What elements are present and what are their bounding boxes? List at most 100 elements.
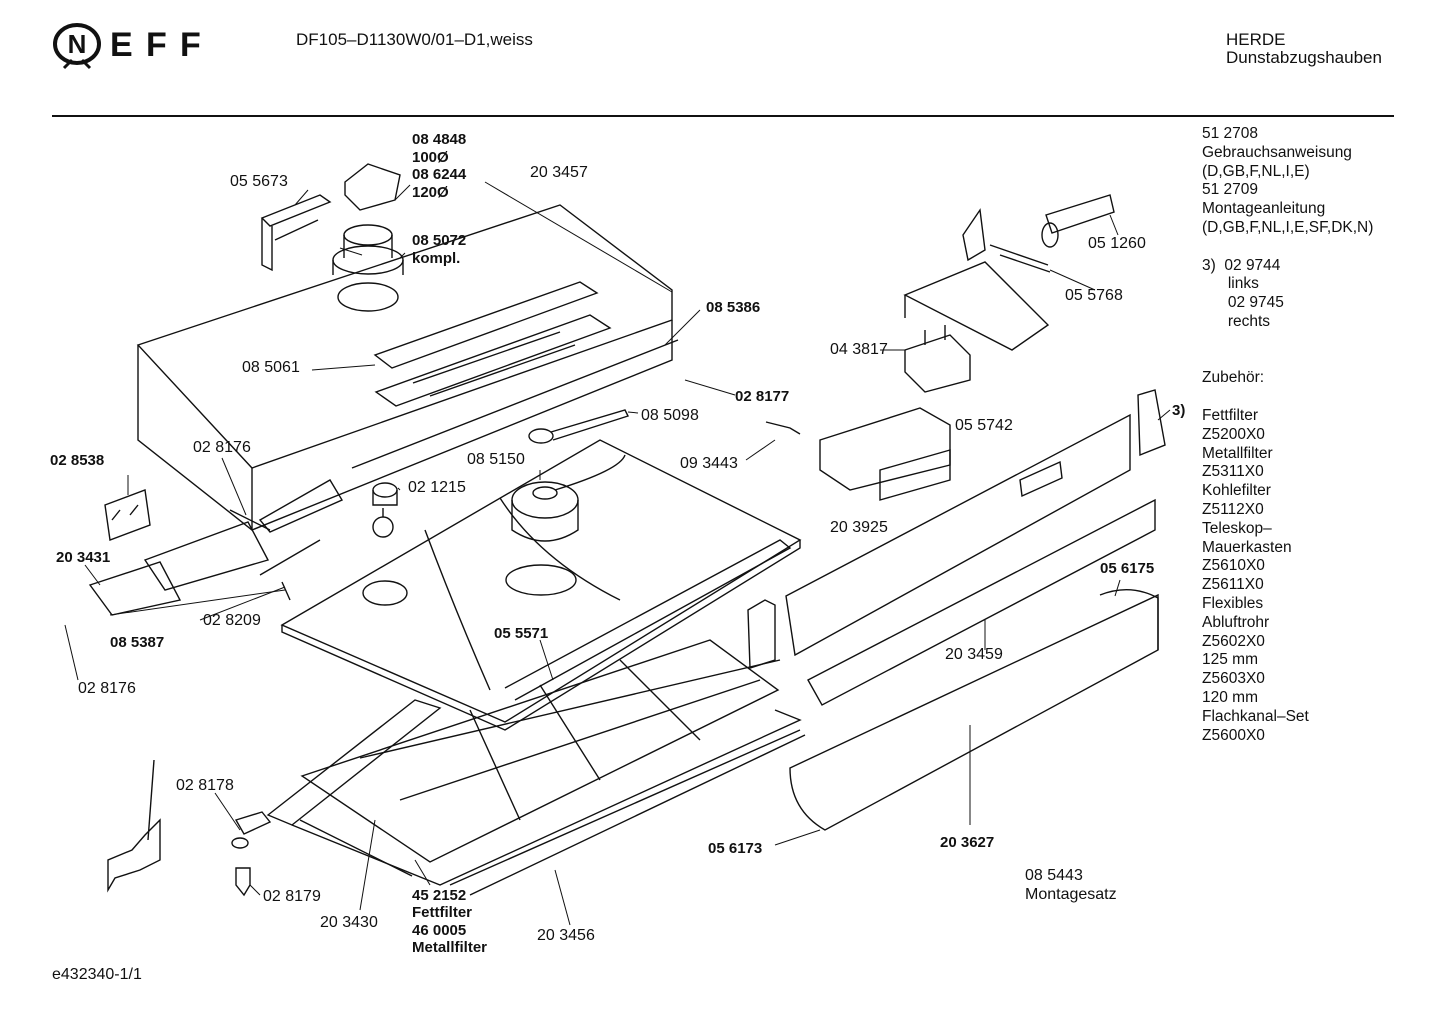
side-note-line: Z5600X0 xyxy=(1202,726,1265,744)
side-note-line xyxy=(1202,332,1373,351)
part-label: Metallfilter xyxy=(412,939,488,956)
neff-logo: N E F F xyxy=(53,23,201,70)
part-label: 08 5072 xyxy=(412,232,467,249)
brand-letter-1: E xyxy=(110,26,133,64)
side-note-line: 51 2708 xyxy=(1202,125,1259,142)
part-label: 02 8538 xyxy=(50,452,105,469)
header-rule xyxy=(52,115,1394,117)
filter-452152 xyxy=(300,639,781,863)
side-note-line xyxy=(1202,388,1373,407)
category-line2: Dunstabzugshauben xyxy=(1226,48,1382,67)
side-note-line: Teleskop– xyxy=(1202,519,1272,537)
part-label: 46 0005 xyxy=(412,922,467,939)
part-label: 45 2152 xyxy=(412,887,467,904)
part-label: 100Ø xyxy=(412,149,449,166)
model-title: DF105–D1130W0/01–D1,weiss xyxy=(296,30,533,49)
side-note-line: 02 9745 xyxy=(1202,294,1284,312)
side-note-line: Abluftrohr xyxy=(1202,613,1270,631)
trim-056173-203627 xyxy=(789,593,1159,831)
side-note-line: 3) 02 9744 xyxy=(1202,256,1281,274)
duct-collar xyxy=(332,163,404,312)
footer-code: e432340-1/1 xyxy=(52,966,142,983)
svg-text:N: N xyxy=(68,29,87,59)
part-label: 05 5742 xyxy=(955,417,1013,434)
part-label: 02 8179 xyxy=(263,888,321,905)
switch-block xyxy=(765,407,951,501)
part-label: 05 5768 xyxy=(1065,287,1123,304)
part-label: kompl. xyxy=(412,250,461,267)
part-label: Montagesatz xyxy=(1025,886,1117,903)
clips xyxy=(229,509,321,601)
clamp-028178-028179 xyxy=(231,811,272,897)
side-note-line: Flexibles xyxy=(1202,594,1264,612)
part-label: 08 6244 xyxy=(412,166,467,183)
part-label: 02 8177 xyxy=(735,388,790,405)
part-label: 04 3817 xyxy=(830,341,888,358)
part-label: 08 5386 xyxy=(706,299,761,316)
part-label: 3) xyxy=(1172,402,1186,419)
hood-body xyxy=(136,204,679,533)
part-label: 05 5571 xyxy=(494,625,549,642)
side-note-line xyxy=(1202,238,1373,257)
filter-203431 xyxy=(88,521,270,616)
cover-055768 xyxy=(903,261,1050,351)
part-label: 05 5673 xyxy=(230,173,288,190)
side-note-line: 120 mm xyxy=(1202,688,1258,706)
part-label: 20 3431 xyxy=(56,549,111,566)
part-label: 02 1215 xyxy=(408,479,466,496)
side-note-line: Metallfilter xyxy=(1202,444,1273,462)
part-label: 02 8178 xyxy=(176,777,234,794)
filter-frame-203430 xyxy=(266,699,802,886)
part-label: 02 8176 xyxy=(78,680,136,697)
side-note-line: Zubehör: xyxy=(1202,369,1265,387)
leader-lines xyxy=(64,181,1171,926)
side-note-line: Z5200X0 xyxy=(1202,425,1265,443)
part-label: 120Ø xyxy=(412,184,449,201)
side-note-line: (D,GB,F,NL,I,E) xyxy=(1202,162,1310,180)
socket-043817 xyxy=(904,325,971,393)
part-label: 08 5098 xyxy=(641,407,699,424)
part-label: Fettfilter xyxy=(412,904,472,921)
fan-motor xyxy=(511,454,626,542)
lower-frame xyxy=(280,439,802,731)
part-label: 20 3457 xyxy=(530,164,588,181)
brand-letter-3: F xyxy=(180,26,201,64)
part-label: 08 5387 xyxy=(110,634,165,651)
panel-203925 xyxy=(785,413,1131,657)
side-note-line: rechts xyxy=(1202,312,1271,330)
side-note-line: Z5611X0 xyxy=(1202,576,1264,594)
side-note-line: Gebrauchsanweisung xyxy=(1202,143,1352,161)
side-note-line: Fettfilter xyxy=(1202,406,1258,424)
side-note-line: Z5311X0 xyxy=(1202,463,1264,481)
part-label: 02 8209 xyxy=(203,612,261,629)
part-label: 20 3627 xyxy=(940,834,995,851)
part-label: 20 3430 xyxy=(320,914,378,931)
side-brackets xyxy=(747,389,1166,669)
part-label: 08 5061 xyxy=(242,359,300,376)
filter-clip-028538 xyxy=(104,489,151,541)
bulb-021215 xyxy=(372,482,398,538)
side-note-line: Kohlefilter xyxy=(1202,482,1271,500)
side-note-line: Z5112X0 xyxy=(1202,500,1264,518)
side-note-line: 125 mm xyxy=(1202,651,1258,669)
side-notes: 51 2708 Gebrauchsanweisung (D,GB,F,NL,I,… xyxy=(1202,125,1373,745)
side-note-line: Mauerkasten xyxy=(1202,538,1292,556)
part-label: 02 8176 xyxy=(193,439,251,456)
side-note-line: 51 2709 xyxy=(1202,181,1259,199)
side-note-line xyxy=(1202,351,1373,370)
side-note-line: Z5602X0 xyxy=(1202,632,1265,650)
side-note-line: Z5603X0 xyxy=(1202,670,1265,688)
part-label: 05 1260 xyxy=(1088,235,1146,252)
part-label: 20 3456 xyxy=(537,927,595,944)
rail-203456 xyxy=(449,729,806,896)
lamp-051260 xyxy=(962,194,1115,273)
category: HERDE Dunstabzugshauben xyxy=(1226,31,1382,67)
power-cord xyxy=(107,759,161,893)
part-label: 08 5443 xyxy=(1025,867,1083,884)
brand-letter-2: F xyxy=(146,26,167,64)
side-note-line: links xyxy=(1202,275,1259,293)
part-label: 08 4848 xyxy=(412,131,467,148)
bracket-055673 xyxy=(260,194,332,272)
side-note-line: Montageanleitung xyxy=(1202,200,1326,218)
